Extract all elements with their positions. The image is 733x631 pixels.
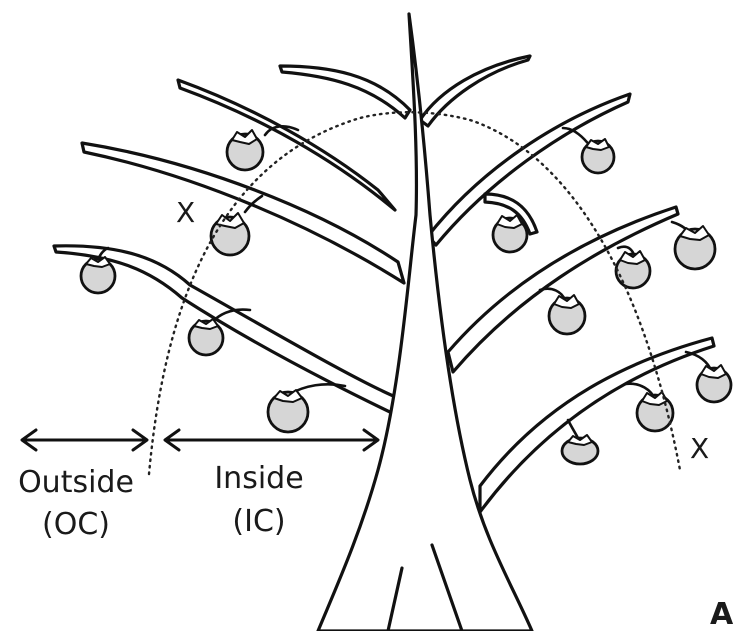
twig-top-right [420,56,530,126]
branch-right-mid [448,207,678,372]
x-mark-right: X [690,432,709,465]
fruit [562,435,598,464]
outside-abbrev-label: (OC) [42,507,110,542]
branch-left-top [178,80,395,210]
fruit [675,226,715,269]
x-mark-left: X [176,196,195,229]
branch-right-low [480,338,714,512]
fruit [582,139,614,173]
fruit [211,213,249,255]
fruit [616,251,650,288]
outside-zone-arrow [22,430,147,450]
fruit [268,390,308,432]
fruit [227,130,263,170]
fruit [549,295,585,334]
fruit [81,257,115,293]
inside-zone-arrow [165,430,378,450]
inside-label: Inside [214,461,303,496]
fruit [697,365,731,402]
panel-letter: A [710,597,733,631]
inside-abbrev-label: (IC) [232,504,285,539]
outside-label: Outside [18,465,134,500]
fruit [189,319,223,355]
twig-top-left [280,66,410,118]
